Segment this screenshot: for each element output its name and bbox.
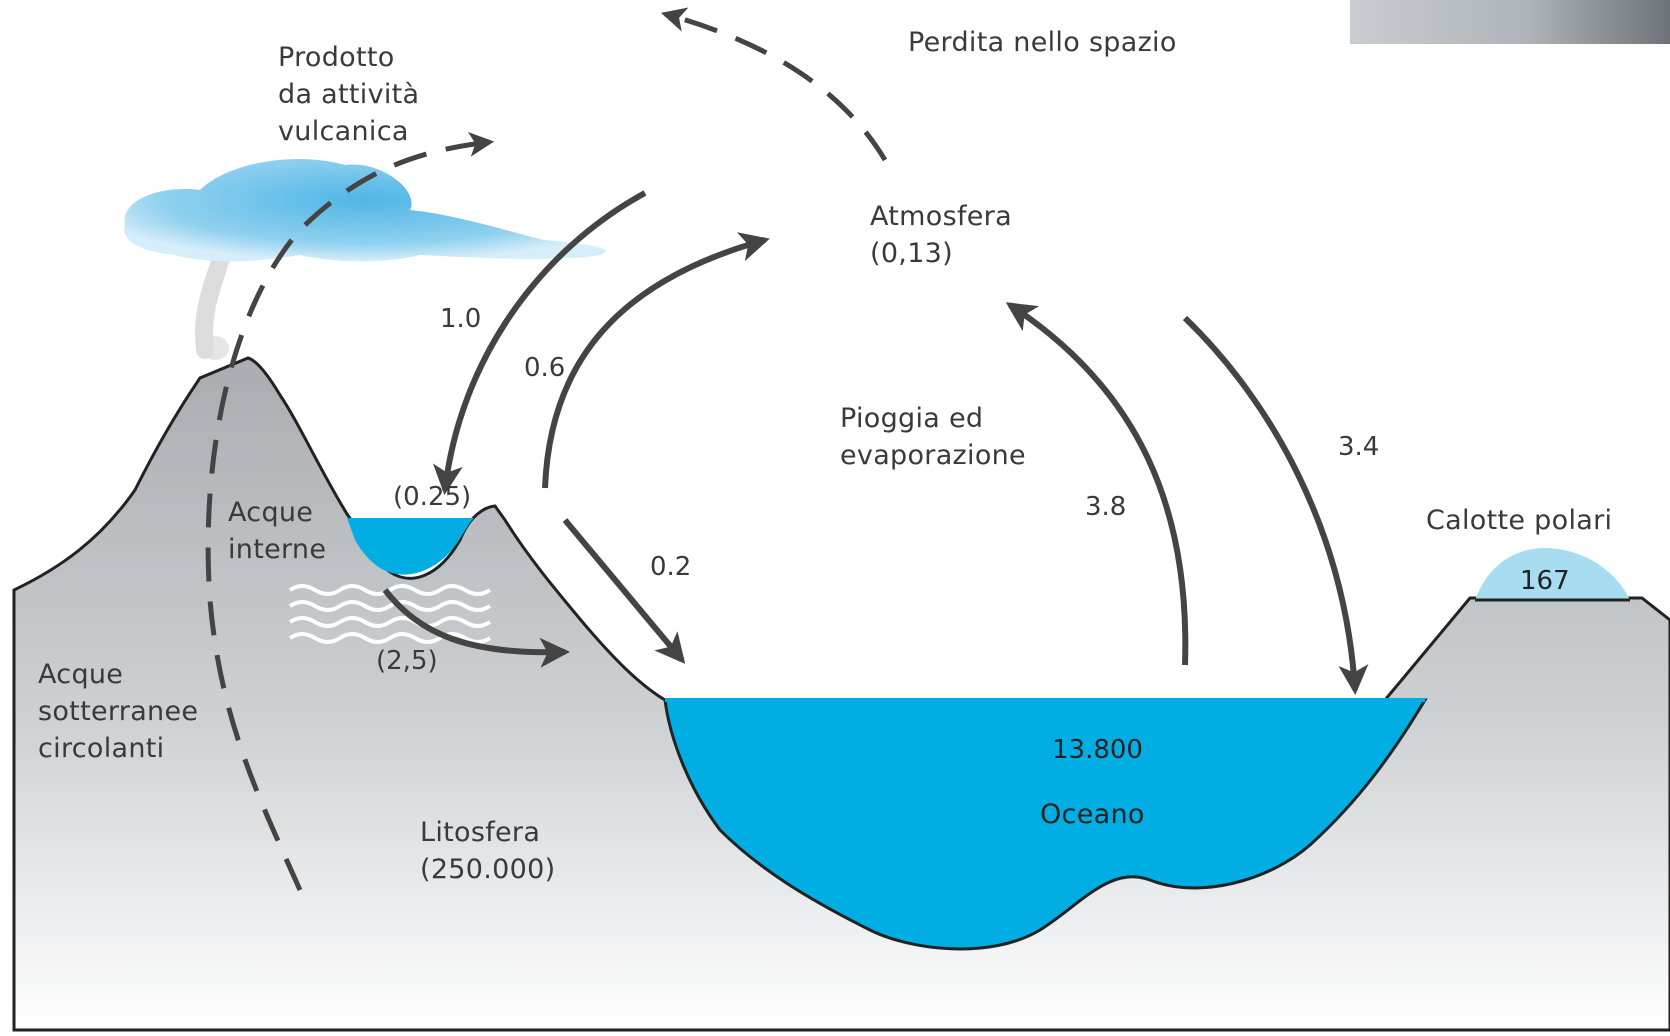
polar-caps-label: Calotte polari xyxy=(1426,505,1613,536)
flow-ocean-to-atm: 3.8 xyxy=(1085,492,1127,522)
volcanic-cloud xyxy=(124,159,606,360)
inland-waters-line: Acque xyxy=(228,497,314,528)
flow-inland-to-atm: 0.6 xyxy=(524,353,566,383)
groundwater-line: circolanti xyxy=(38,733,165,764)
groundwater-line: Acque xyxy=(38,659,124,690)
rain-evaporation-line: evaporazione xyxy=(840,440,1026,471)
atmosphere-name: Atmosfera xyxy=(870,201,1012,232)
polar-value: 167 xyxy=(1520,566,1570,596)
atmosphere-value: (0,13) xyxy=(870,238,953,269)
arrow-groundwater-flow xyxy=(382,588,570,668)
arrow-atm-to-ocean xyxy=(1182,315,1369,695)
polar-ice-cap xyxy=(1475,548,1630,600)
ocean-name: Oceano xyxy=(1040,799,1145,830)
groundwater-value: (2,5) xyxy=(376,646,438,676)
atmosphere-label: Atmosfera (0,13) xyxy=(870,198,1012,272)
space-loss-label: Perdita nello spazio xyxy=(908,27,1177,58)
volcanic-label-line: vulcanica xyxy=(278,116,409,147)
lithosphere-value: (250.000) xyxy=(420,854,556,885)
inland-waters-line: interne xyxy=(228,534,327,565)
arrow-ocean-to-atm xyxy=(1005,302,1189,666)
arrow-atm-to-inland xyxy=(432,190,647,495)
arrow-inland-to-atm xyxy=(542,232,770,489)
flow-atm-to-inland: 1.0 xyxy=(440,304,482,334)
groundwater-waves xyxy=(288,584,492,644)
groundwater-line: sotterranee xyxy=(38,696,199,727)
inland-water-lake xyxy=(347,518,474,575)
inland-value: (0.25) xyxy=(393,482,472,512)
volcanic-label: Prodotto da attività vulcanica xyxy=(278,39,419,150)
ocean-value: 13.800 xyxy=(1052,735,1143,765)
volcanic-label-line: da attività xyxy=(278,79,420,110)
arrow-inland-to-ocean xyxy=(562,518,686,664)
flow-atm-to-ocean: 3.4 xyxy=(1338,432,1380,462)
rain-evaporation-label: Pioggia ed evaporazione xyxy=(840,400,1026,474)
ocean-basin xyxy=(663,698,1428,951)
lithosphere-label: Litosfera (250.000) xyxy=(420,814,555,888)
groundwater-label: Acque sotterranee circolanti xyxy=(38,656,198,767)
inland-waters-label: Acque interne xyxy=(228,494,326,568)
rain-evaporation-line: Pioggia ed xyxy=(840,403,984,434)
space-loss-dashed-arrow xyxy=(660,7,888,162)
volcanic-label-line: Prodotto xyxy=(278,42,395,73)
flow-inland-to-ocean: 0.2 xyxy=(650,552,692,582)
lithosphere-name: Litosfera xyxy=(420,817,541,848)
photo-fragment xyxy=(1350,0,1670,44)
volcanic-dashed-arrow xyxy=(205,131,495,892)
